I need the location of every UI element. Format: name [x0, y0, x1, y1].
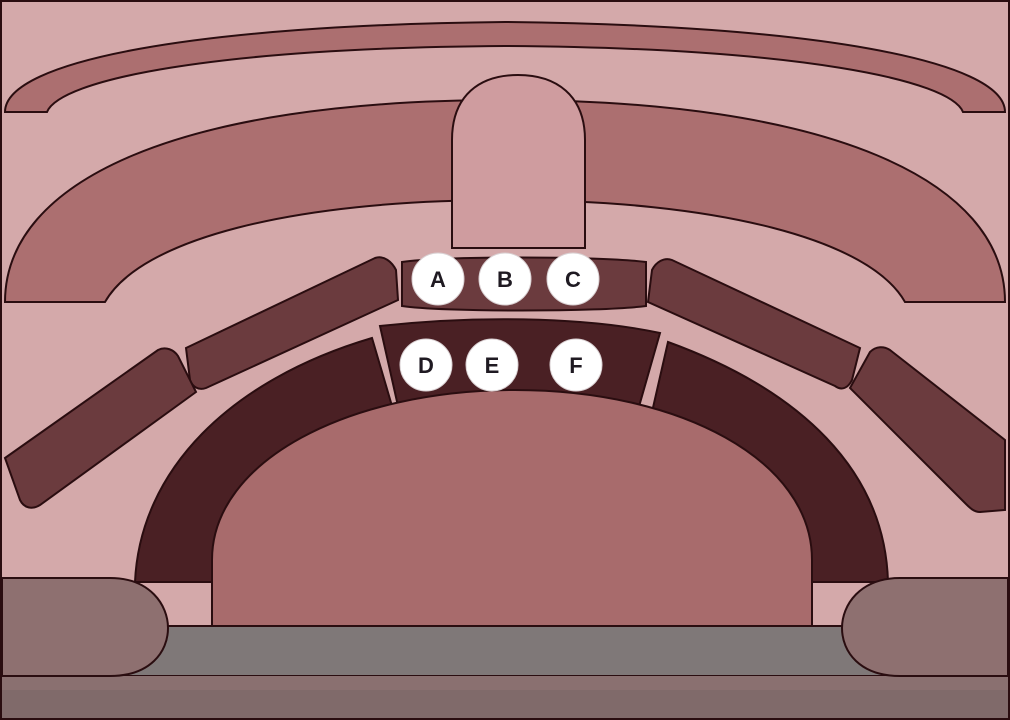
- seat-marker-b[interactable]: B: [478, 252, 532, 306]
- floor-strip: [1, 625, 1009, 677]
- seat-label-d: D: [418, 353, 434, 378]
- seat-label-e: E: [485, 353, 500, 378]
- seat-circle-e[interactable]: [465, 338, 519, 392]
- seat-circle-f[interactable]: [549, 338, 603, 392]
- outer-arc-band: [3, 20, 1007, 113]
- upper-right-block: [646, 258, 862, 390]
- seat-marker-f[interactable]: F: [549, 338, 603, 392]
- outer-left-block: [3, 347, 198, 509]
- seat-label-c: C: [565, 267, 581, 292]
- seat-label-b: B: [497, 267, 513, 292]
- seat-markers: A B C D E F: [399, 252, 603, 392]
- seat-marker-e[interactable]: E: [465, 338, 519, 392]
- seat-circle-c[interactable]: [546, 252, 600, 306]
- left-side-pod: [1, 577, 170, 677]
- seat-marker-c[interactable]: C: [546, 252, 600, 306]
- seat-label-a: A: [430, 267, 446, 292]
- seat-circle-b[interactable]: [478, 252, 532, 306]
- outer-right-block: [848, 346, 1006, 514]
- stage-tower: [451, 73, 586, 249]
- middle-arc-band: [3, 98, 1007, 303]
- right-side-pod: [840, 577, 1009, 677]
- seat-circle-d[interactable]: [399, 338, 453, 392]
- main-stage: [211, 388, 813, 633]
- floor-shadow: [2, 690, 1008, 718]
- seat-circle-a[interactable]: [411, 252, 465, 306]
- seat-marker-d[interactable]: D: [399, 338, 453, 392]
- seat-label-f: F: [569, 353, 582, 378]
- seat-marker-a[interactable]: A: [411, 252, 465, 306]
